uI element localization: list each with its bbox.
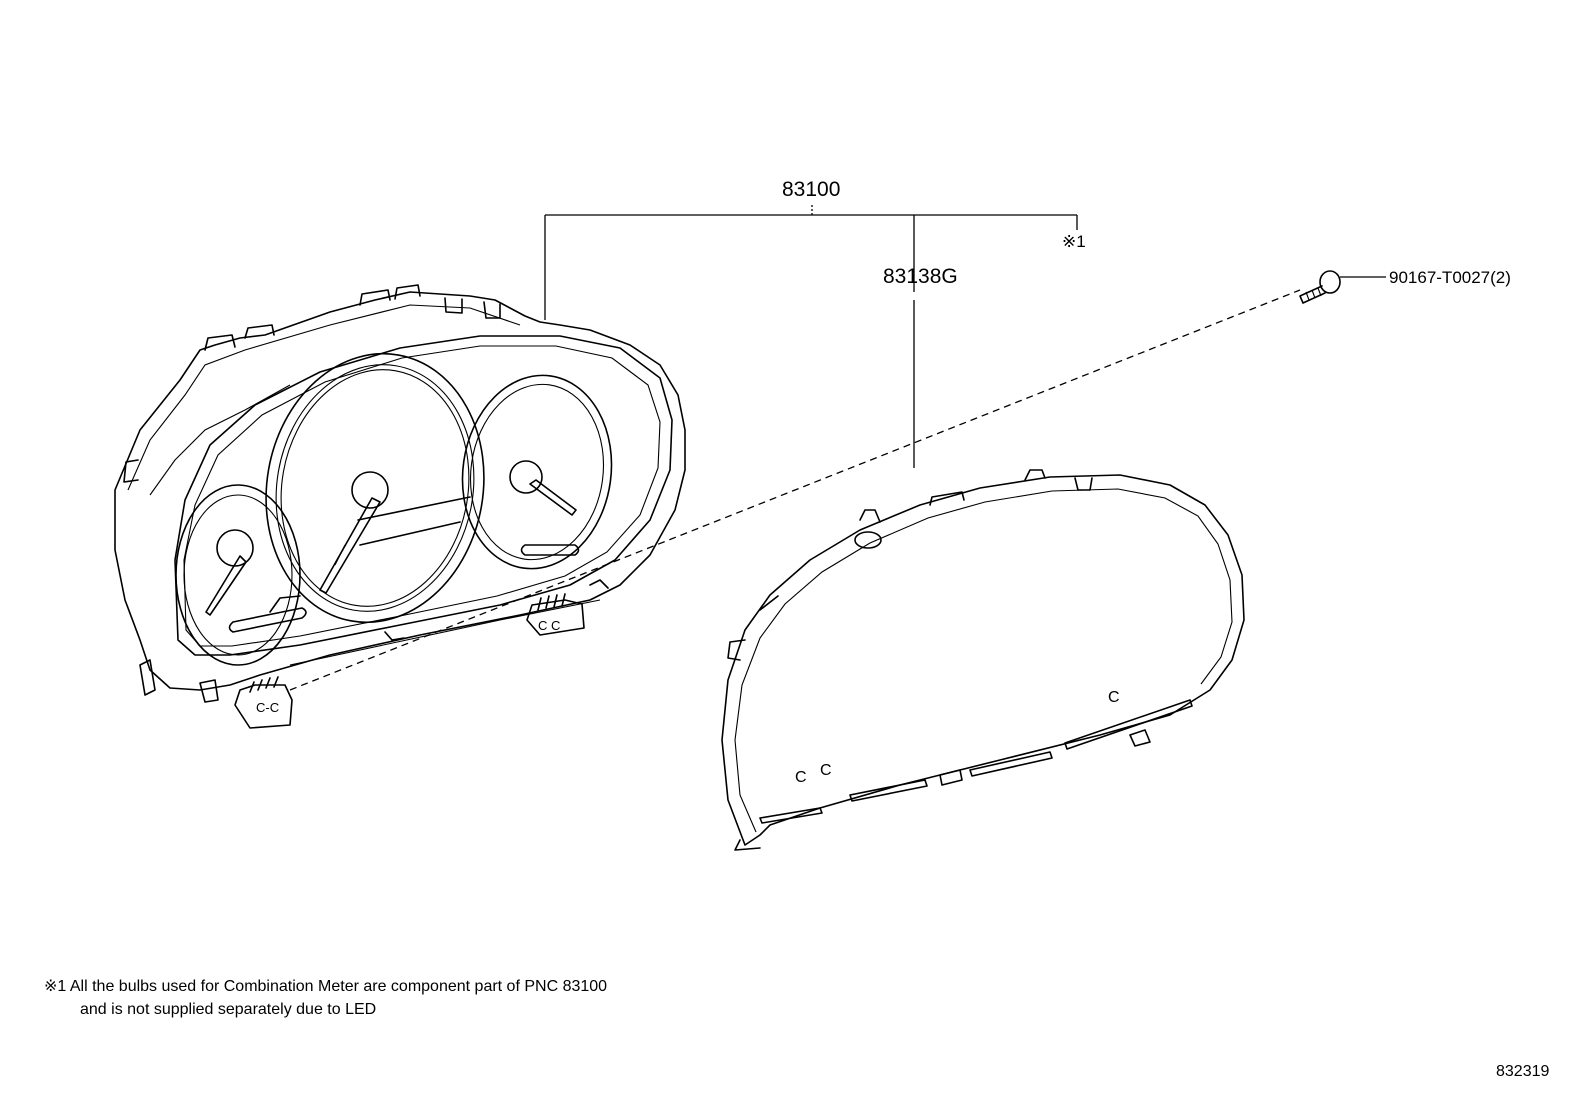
screw-icon (1299, 270, 1341, 304)
footnote-marker: ※1 (44, 978, 67, 995)
assembly-part-number: 83100 (782, 178, 840, 201)
glass-part-number: 83138G (883, 265, 958, 288)
figure-id: 832319 (1496, 1063, 1550, 1080)
footnote: ※1 All the bulbs used for Combination Me… (44, 975, 844, 1021)
connector-mark-left: C-C (256, 700, 279, 715)
combination-meter-assembly: C-C C C (114, 284, 686, 729)
clip-mark-1: C (795, 769, 807, 786)
footnote-text-1: All the bulbs used for Combination Meter… (69, 978, 608, 995)
meter-glass-lens: C C C (721, 469, 1245, 851)
footnote-line-2: and is not supplied separately due to LE… (44, 998, 844, 1021)
connector-mark-right: C C (538, 618, 560, 633)
footnote-text-2: and is not supplied separately due to LE… (80, 1001, 377, 1018)
leader-lines (544, 205, 1386, 468)
note-reference-marker: ※1 (1062, 232, 1086, 251)
clip-mark-3: C (1108, 689, 1120, 706)
screw-alignment-line (289, 289, 1301, 691)
footnote-line-1: ※1 All the bulbs used for Combination Me… (44, 975, 844, 998)
screw-part-number: 90167-T0027(2) (1389, 268, 1511, 287)
clip-mark-2: C (820, 762, 832, 779)
